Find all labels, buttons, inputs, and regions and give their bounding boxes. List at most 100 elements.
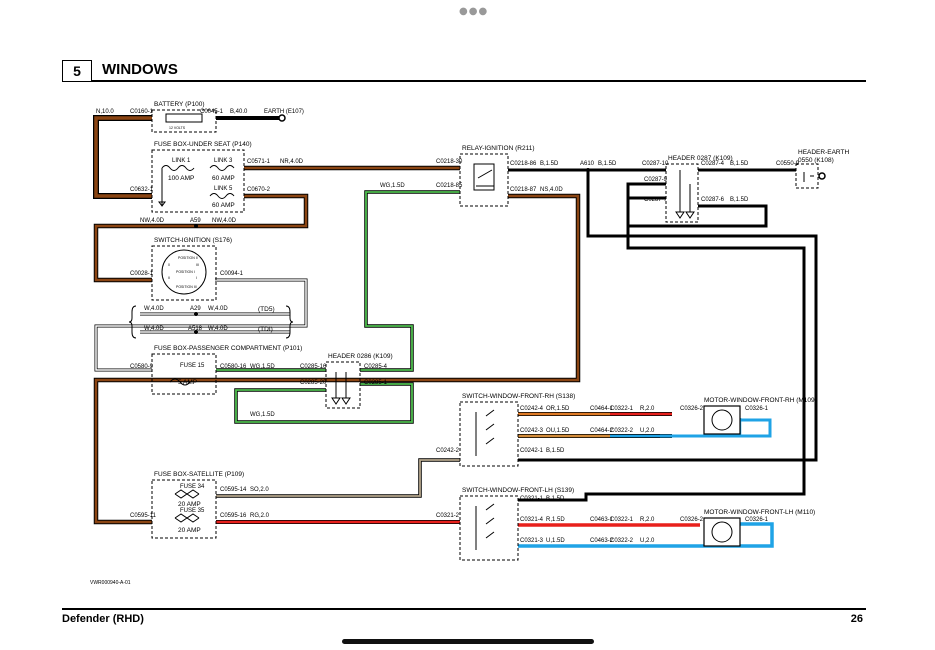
symbols bbox=[158, 113, 814, 550]
wire-label-w40b: W,4.0D bbox=[208, 306, 228, 312]
conn-c0287-4: C0287-4 bbox=[701, 161, 725, 167]
wire-label-w40c: W,4.0D bbox=[144, 326, 164, 332]
wire-label-nr40: NR,4.0D bbox=[280, 159, 304, 165]
page-title: WINDOWS bbox=[102, 61, 178, 78]
conn-c0550-9: C0550-9 bbox=[776, 161, 800, 167]
earth-label: EARTH (E107) bbox=[264, 109, 304, 115]
motors bbox=[194, 114, 826, 547]
window-dots[interactable]: ●●● bbox=[459, 6, 489, 17]
wire-label-b15f: B,1.5D bbox=[546, 496, 565, 502]
fusebox-seat-title: FUSE BOX-UNDER SEAT (P140) bbox=[154, 141, 252, 148]
switch-lh-box bbox=[459, 495, 519, 561]
wire-label-ns40: NS,4.0D bbox=[540, 187, 563, 193]
conn-c0218-87: C0218-87 bbox=[510, 187, 537, 193]
header287-title: HEADER 0287 (K109) bbox=[668, 155, 733, 162]
conn-c0285-4: C0285-4 bbox=[364, 364, 388, 370]
link5-label: LINK 5 bbox=[214, 186, 233, 192]
conn-c0595-11: C0595-11 bbox=[130, 513, 157, 519]
wire-u15 bbox=[518, 522, 774, 548]
wire-label-wg15b: WG,1.5D bbox=[250, 364, 275, 370]
conn-c0242-1: C0242-1 bbox=[520, 448, 544, 454]
section-number: 5 bbox=[62, 60, 92, 82]
wire-label-or15: OR,1.5D bbox=[546, 406, 570, 412]
conn-c0463-1: C0463-1 bbox=[590, 517, 614, 523]
fusebox-pass-box bbox=[151, 353, 217, 395]
wire-b15-h287 bbox=[626, 196, 768, 228]
variant-tdi: (TDI) bbox=[258, 326, 273, 333]
conn-c0595-14: C0595-14 bbox=[220, 487, 247, 493]
wire-label-u20a: U,2.0 bbox=[640, 428, 655, 434]
motor-rh-title: MOTOR-WINDOW-FRONT-RH (M109) bbox=[704, 397, 817, 404]
conn-c0028: C0028-1 bbox=[130, 271, 154, 277]
fusebox-sat-title: FUSE BOX-SATELLITE (P109) bbox=[154, 471, 244, 478]
conn-c0322-1a: C0322-1 bbox=[610, 406, 634, 412]
motor-lh bbox=[703, 517, 741, 547]
conn-c0326-1-rh: C0326-1 bbox=[745, 406, 769, 412]
wire-label-b15d: B,1.5D bbox=[730, 197, 749, 203]
wire-n10 bbox=[93, 115, 152, 199]
earth-terminal bbox=[278, 114, 286, 122]
conn-c0326-2-rh: C0326-2 bbox=[680, 406, 704, 412]
conn-c0285-16: C0285-16 bbox=[300, 364, 327, 370]
ign-pos-1: POSITION II bbox=[178, 256, 198, 260]
fuse35-amp: 20 AMP bbox=[178, 527, 201, 534]
link1-amp: 100 AMP bbox=[168, 175, 194, 182]
link3-label: LINK 3 bbox=[214, 158, 233, 164]
labels: BATTERY (P100) N,10.0 C0160-1 C0045-1 B,… bbox=[90, 101, 849, 586]
ign-pos-4: 0 bbox=[168, 263, 170, 267]
wire-label-b15b: B,1.5D bbox=[598, 161, 617, 167]
conn-c0287-7: C0287-7 bbox=[644, 197, 668, 203]
conn-c0464-1: C0464-1 bbox=[590, 406, 614, 412]
conn-c0580-9: C0580-9 bbox=[130, 364, 154, 370]
header-rule bbox=[92, 80, 866, 82]
conn-c0632: C0632-1 bbox=[130, 187, 154, 193]
fuse35-label: FUSE 35 bbox=[180, 508, 205, 514]
motor-lh-title: MOTOR-WINDOW-FRONT-LH (M110) bbox=[704, 509, 815, 516]
header-earth-title2: 0550 (K108) bbox=[798, 157, 834, 164]
switch-ign-title: SWITCH-IGNITION (S176) bbox=[154, 237, 232, 244]
ign-pos-6: II bbox=[168, 276, 170, 280]
conn-c0321-1: C0321-1 bbox=[520, 496, 544, 502]
wire-label-w40d: W,4.0D bbox=[208, 326, 228, 332]
footer-model: Defender (RHD) bbox=[62, 613, 144, 625]
relay-box bbox=[459, 153, 509, 207]
ign-pos-7: POSITION III bbox=[176, 285, 197, 289]
wire-label-b15c: B,1.5D bbox=[730, 161, 749, 167]
splice-a518 bbox=[194, 330, 198, 334]
wire-label-w40a: W,4.0D bbox=[144, 306, 164, 312]
wire-b15-loop bbox=[518, 182, 806, 502]
wire-label-wg15a: WG,1.5D bbox=[380, 183, 405, 189]
variant-brace-left bbox=[128, 305, 137, 339]
fuse34-amp: 20 AMP bbox=[178, 501, 201, 508]
conn-c0321-3: C0321-3 bbox=[520, 538, 544, 544]
wire-label-b15e: B,1.5D bbox=[546, 448, 565, 454]
splice-label-a518: A518 bbox=[188, 326, 203, 332]
figure-ref: VWR000940-A-01 bbox=[90, 580, 131, 586]
variant-brace-right bbox=[285, 305, 294, 339]
switch-ign-box bbox=[151, 245, 217, 301]
wire-label-n10: N,10.0 bbox=[96, 109, 114, 115]
conn-c0321-4: C0321-4 bbox=[520, 517, 544, 523]
ign-pos-5: I bbox=[196, 276, 197, 280]
conn-c0322-1b: C0322-1 bbox=[610, 517, 634, 523]
header287-box bbox=[665, 163, 699, 223]
conn-c0287-6: C0287-6 bbox=[701, 197, 725, 203]
conn-c0326-1-lh: C0326-1 bbox=[745, 517, 769, 523]
conn-c0670: C0670-2 bbox=[247, 187, 271, 193]
variant-td5: (TD5) bbox=[258, 306, 275, 313]
splice-a29 bbox=[194, 312, 198, 316]
conn-c0045: C0045-1 bbox=[200, 109, 224, 115]
link1-label: LINK 1 bbox=[172, 158, 191, 164]
fusebox-sat-box bbox=[151, 479, 217, 539]
fuse34-label: FUSE 34 bbox=[180, 484, 205, 490]
link5-amp: 60 AMP bbox=[212, 202, 235, 209]
wire-label-wg15c: WG,1.5D bbox=[250, 412, 275, 418]
conn-c0321-2: C0321-2 bbox=[436, 513, 460, 519]
home-indicator[interactable] bbox=[342, 639, 594, 644]
switch-rh-title: SWITCH-WINDOW-FRONT-RH (S138) bbox=[462, 393, 575, 400]
link3-amp: 60 AMP bbox=[212, 175, 235, 182]
splice-label-a29: A29 bbox=[190, 306, 201, 312]
wire-label-b15a: B,1.5D bbox=[540, 161, 559, 167]
splice-label-a59: A59 bbox=[190, 218, 201, 224]
